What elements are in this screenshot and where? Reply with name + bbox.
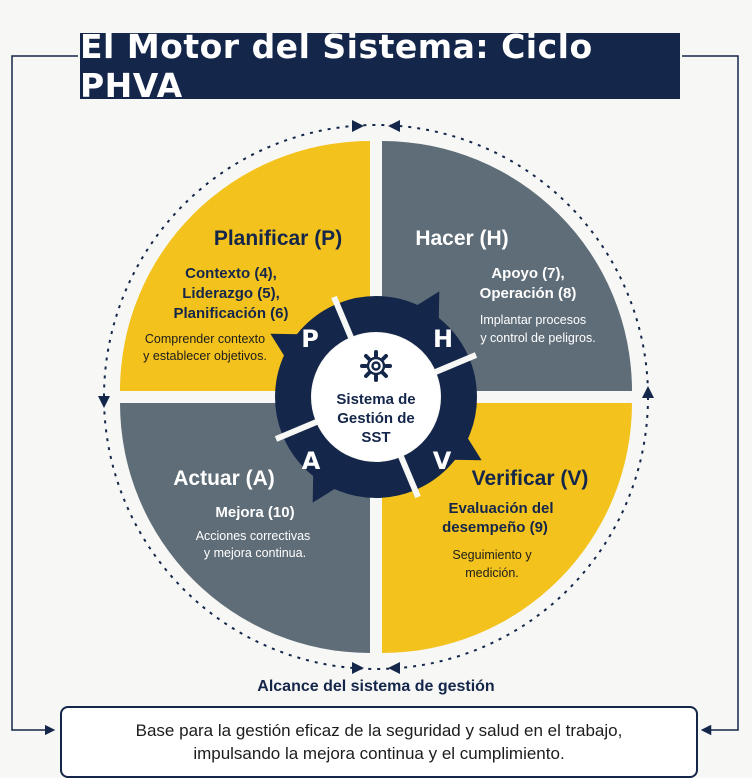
planificar-heading: Planificar (P) (214, 227, 342, 250)
verificar-note-1: Seguimiento y (452, 548, 532, 562)
planificar-note-1: Comprender contexto (145, 332, 265, 346)
outer-frame (11, 55, 739, 736)
center-line-2: Gestión de (337, 410, 415, 427)
page-title: El Motor del Sistema: Ciclo PHVA (80, 27, 593, 105)
actuar-note-2: y mejora continua. (204, 546, 306, 560)
footer-line-1: Base para la gestión eficaz de la seguri… (135, 721, 623, 740)
center-line-1: Sistema de (336, 391, 415, 408)
dashed-circle-arrowheads (98, 120, 654, 674)
verificar-clause-1: Evaluación del (448, 500, 553, 517)
verificar-heading: Verificar (V) (472, 467, 589, 490)
actuar-note-1: Acciones correctivas (196, 529, 311, 543)
footer-box: Base para la gestión eficaz de la seguri… (60, 706, 698, 778)
title-banner: El Motor del Sistema: Ciclo PHVA (80, 27, 680, 105)
planificar-note-2: y establecer objetivos. (143, 349, 267, 363)
verificar-clause-2: desempeño (9) (442, 519, 548, 536)
actuar-clause-1: Mejora (10) (215, 504, 294, 521)
hacer-note-2: y control de peligros. (480, 331, 595, 345)
hacer-clause-1: Apoyo (7), (491, 265, 564, 282)
footer-line-2: impulsando la mejora continua y el cumpl… (193, 744, 565, 763)
letter-v: V (433, 447, 452, 475)
planificar-clause-2: Liderazgo (5), (182, 285, 280, 302)
verificar-note-2: medición. (465, 566, 519, 580)
cycle-ring (270, 291, 482, 503)
letter-a: A (302, 447, 321, 475)
letter-h: H (433, 325, 453, 353)
gear-icon (360, 350, 392, 382)
actuar-heading: Actuar (A) (173, 467, 275, 490)
planificar-clause-1: Contexto (4), (185, 265, 277, 282)
letter-p: P (301, 325, 319, 353)
hacer-heading: Hacer (H) (415, 227, 508, 250)
hacer-clause-2: Operación (8) (480, 285, 577, 302)
planificar-clause-3: Planificación (6) (173, 305, 288, 322)
scope-label: Alcance del sistema de gestión (257, 678, 495, 695)
center-line-3: SST (361, 429, 390, 446)
hacer-note-1: Implantar procesos (480, 313, 586, 327)
